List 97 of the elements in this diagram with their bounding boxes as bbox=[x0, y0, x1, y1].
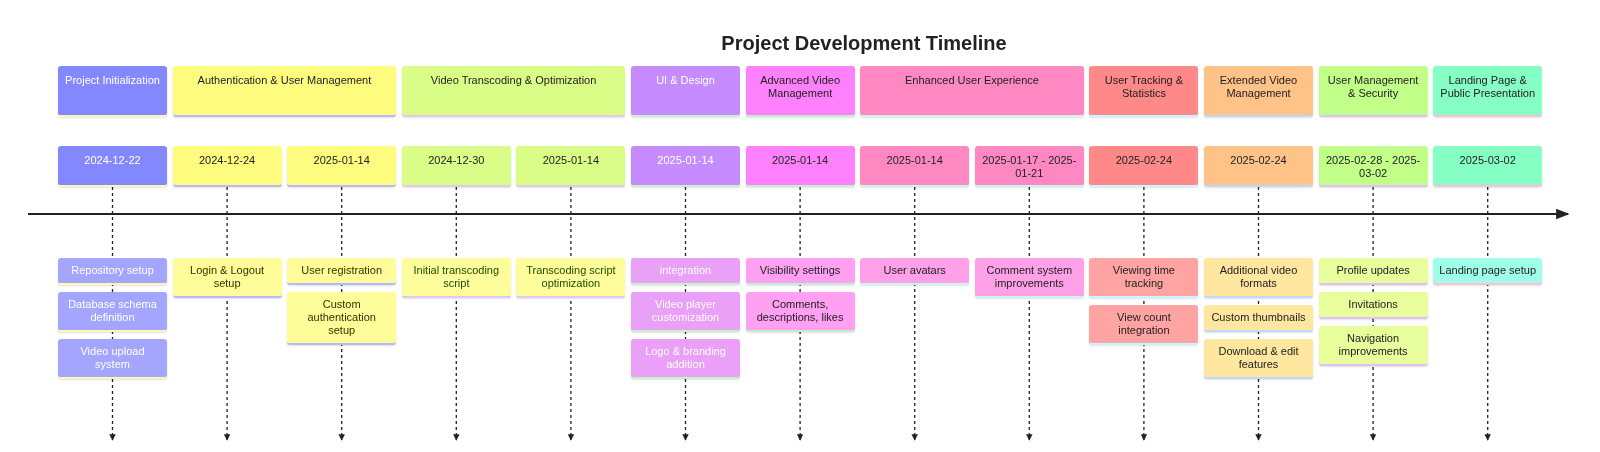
task-card bbox=[172, 258, 282, 298]
task-card bbox=[860, 258, 970, 285]
task-text: Database schema definition bbox=[67, 298, 158, 324]
task-text: Profile updates bbox=[1336, 264, 1410, 277]
task-card bbox=[745, 292, 855, 332]
task-text: User avatars bbox=[883, 264, 946, 277]
date-text: 2025-02-28 - 2025-03-02 bbox=[1325, 154, 1422, 180]
task-text: User registration bbox=[301, 264, 383, 277]
phase-header-box bbox=[1204, 66, 1313, 117]
phase-title: Advanced Video Management bbox=[759, 74, 842, 100]
date-box bbox=[745, 146, 855, 187]
date-box bbox=[516, 146, 626, 187]
date-text: 2025-03-02 bbox=[1459, 154, 1516, 167]
date-text: 2025-01-14 bbox=[771, 154, 829, 167]
phase-title: Video Transcoding & Optimization bbox=[430, 74, 597, 87]
task-text: Video upload system bbox=[79, 345, 146, 371]
date-box bbox=[860, 146, 970, 187]
date-box bbox=[1433, 146, 1543, 187]
phase-title: Authentication & User Management bbox=[197, 74, 372, 87]
date-box bbox=[1204, 146, 1313, 187]
task-card bbox=[1204, 339, 1313, 379]
task-text: Viewing time tracking bbox=[1111, 264, 1176, 290]
date-box bbox=[401, 146, 511, 187]
date-text: 2025-01-14 bbox=[886, 154, 943, 167]
task-card bbox=[287, 258, 397, 285]
dashed-arrow bbox=[1484, 186, 1491, 441]
date-text: 2024-12-24 bbox=[198, 154, 256, 167]
task-text: Landing page setup bbox=[1439, 264, 1536, 277]
phase-header-box bbox=[1433, 66, 1543, 117]
task-card bbox=[1433, 258, 1543, 285]
task-text: Comments, descriptions, likes bbox=[755, 298, 845, 324]
phase-header-box bbox=[401, 66, 626, 117]
task-text: Login & Logout setup bbox=[189, 264, 266, 290]
task-card bbox=[974, 258, 1084, 298]
task-text: Custom authentication setup bbox=[306, 298, 377, 337]
task-text: Repository setup bbox=[71, 264, 154, 277]
task-text: Additional video formats bbox=[1218, 264, 1299, 290]
task-text: Video player customization bbox=[650, 298, 721, 324]
phase-title: UI & Design bbox=[656, 74, 715, 87]
task-card bbox=[631, 292, 740, 332]
task-card bbox=[1089, 258, 1199, 298]
task-text: View count integration bbox=[1116, 311, 1172, 337]
task-text: Transcoding script optimization bbox=[525, 264, 617, 290]
date-box bbox=[631, 146, 740, 187]
date-text: 2025-02-24 bbox=[1230, 154, 1287, 167]
task-text: integration bbox=[659, 264, 712, 277]
phase-header-box bbox=[1089, 66, 1199, 117]
task-card bbox=[631, 339, 740, 379]
task-card bbox=[58, 292, 167, 332]
phase-title: Enhanced User Experience bbox=[905, 74, 1039, 87]
task-text: Custom thumbnails bbox=[1211, 311, 1306, 324]
date-text: 2025-02-24 bbox=[1115, 154, 1173, 167]
dashed-arrow bbox=[911, 186, 918, 441]
phase-header-box bbox=[631, 66, 740, 117]
phase-header-box bbox=[172, 66, 397, 117]
phase-header-box bbox=[1318, 66, 1428, 117]
date-box bbox=[1089, 146, 1199, 187]
date-text: 2025-01-14 bbox=[542, 154, 600, 167]
date-text: 2025-01-14 bbox=[313, 154, 370, 167]
phase-title: Landing Page & Public Presentation bbox=[1439, 74, 1537, 100]
task-card bbox=[1204, 258, 1313, 298]
phase-title: Project Initialization bbox=[65, 74, 160, 87]
task-card bbox=[58, 339, 167, 379]
phase-header-box bbox=[58, 66, 167, 117]
date-text: 2024-12-22 bbox=[84, 154, 141, 167]
date-text: 2025-01-17 - 2025-01-21 bbox=[981, 154, 1078, 180]
task-card bbox=[1318, 258, 1428, 285]
task-card bbox=[1318, 326, 1428, 366]
task-text: Logo & branding addition bbox=[644, 345, 727, 371]
phase-title: User Tracking & Statistics bbox=[1103, 74, 1184, 100]
date-box bbox=[1318, 146, 1428, 187]
phase-title: User Management & Security bbox=[1326, 74, 1420, 100]
task-card bbox=[516, 258, 626, 298]
task-text: Visibility settings bbox=[759, 264, 841, 277]
phase-title: Extended Video Management bbox=[1218, 74, 1299, 100]
task-text: Download & edit features bbox=[1217, 345, 1300, 371]
task-card bbox=[745, 258, 855, 285]
date-text: 2024-12-30 bbox=[428, 154, 485, 167]
date-box bbox=[974, 146, 1084, 187]
date-box bbox=[58, 146, 167, 187]
date-text: 2025-01-14 bbox=[657, 154, 714, 167]
task-card bbox=[631, 258, 740, 285]
task-card bbox=[1204, 305, 1313, 332]
phase-header-box bbox=[745, 66, 855, 117]
diagram-title: Project Development Timeline bbox=[721, 31, 1007, 56]
task-card bbox=[1089, 305, 1199, 345]
date-box bbox=[287, 146, 397, 187]
task-card bbox=[1318, 292, 1428, 319]
task-card bbox=[58, 258, 167, 285]
task-text: Navigation improvements bbox=[1337, 332, 1409, 358]
date-box bbox=[172, 146, 282, 187]
phase-header-box bbox=[860, 66, 1084, 117]
task-card bbox=[287, 292, 397, 345]
task-card bbox=[401, 258, 511, 298]
task-text: Comment system improvements bbox=[985, 264, 1074, 290]
task-text: Invitations bbox=[1348, 298, 1398, 311]
task-text: Initial transcoding script bbox=[412, 264, 501, 290]
